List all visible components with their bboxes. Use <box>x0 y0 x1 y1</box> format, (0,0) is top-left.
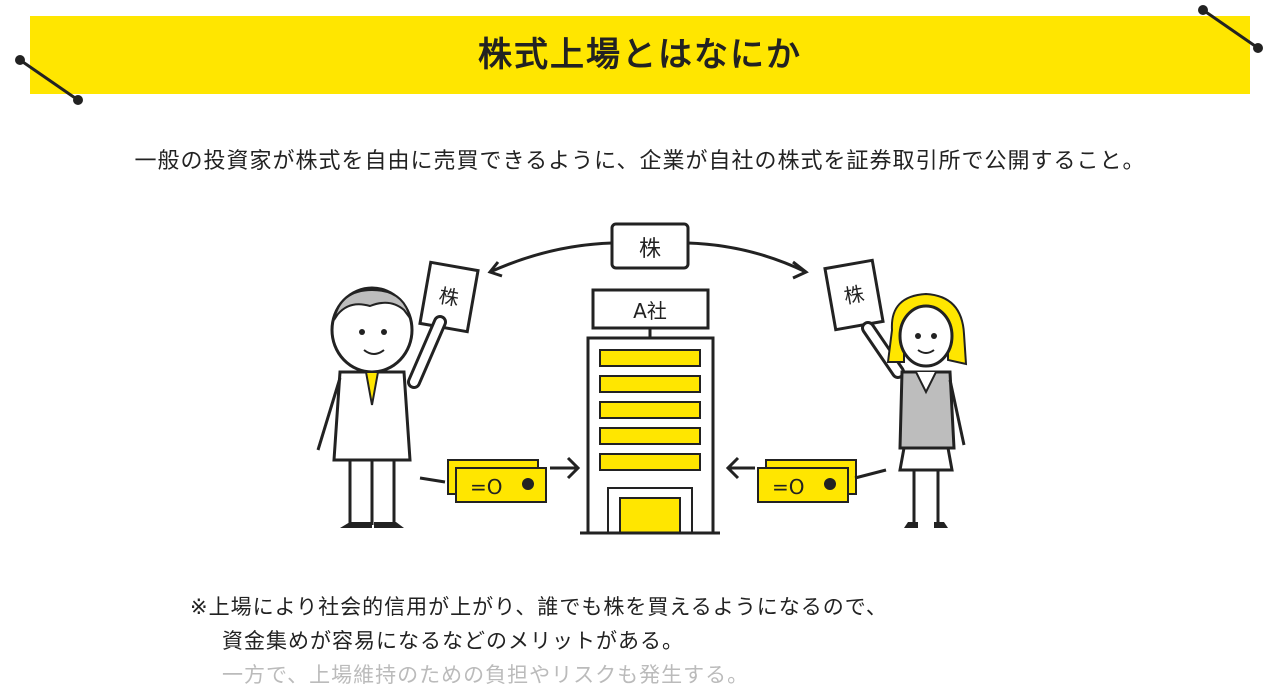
arrow-left-arc <box>489 241 613 274</box>
note-line-2: 資金集めが容易になるなどのメリットがある。 <box>222 629 684 653</box>
left-bill-glyph: =O <box>470 475 503 499</box>
company-sign <box>591 288 710 330</box>
left-card-label: 株 <box>437 283 461 310</box>
page-title: 株式上場とはなにか <box>478 35 802 75</box>
note-line-3: 一方で、上場維持のための負担やリスクも発生する。 <box>222 663 750 687</box>
note-text: ※上場により社会的信用が上がり、誰でも株を買えるようになるので、 資金集めが容易… <box>190 590 888 692</box>
left-money: =O <box>447 459 547 503</box>
right-card-label: 株 <box>842 281 866 308</box>
stock-box <box>610 222 690 270</box>
banner-decoration <box>15 5 1263 105</box>
right-investor: 株 <box>823 258 968 528</box>
left-investor: 株 <box>316 260 480 528</box>
right-bill-glyph: =O <box>772 475 805 499</box>
lead-text: 一般の投資家が株式を自由に売買できるように、企業が自社の株式を証券取引所で公開す… <box>134 149 1146 174</box>
stock-label: 株 <box>639 237 661 262</box>
company-label: A社 <box>633 299 667 323</box>
note-line-1: ※上場により社会的信用が上がり、誰でも株を買えるようになるので、 <box>190 595 888 619</box>
arrow-right-arc <box>687 241 807 274</box>
listing-diagram: 株 A社 株 =O <box>316 222 968 535</box>
right-money: =O <box>757 459 857 503</box>
building-door <box>619 497 681 534</box>
title-banner <box>30 16 1250 94</box>
